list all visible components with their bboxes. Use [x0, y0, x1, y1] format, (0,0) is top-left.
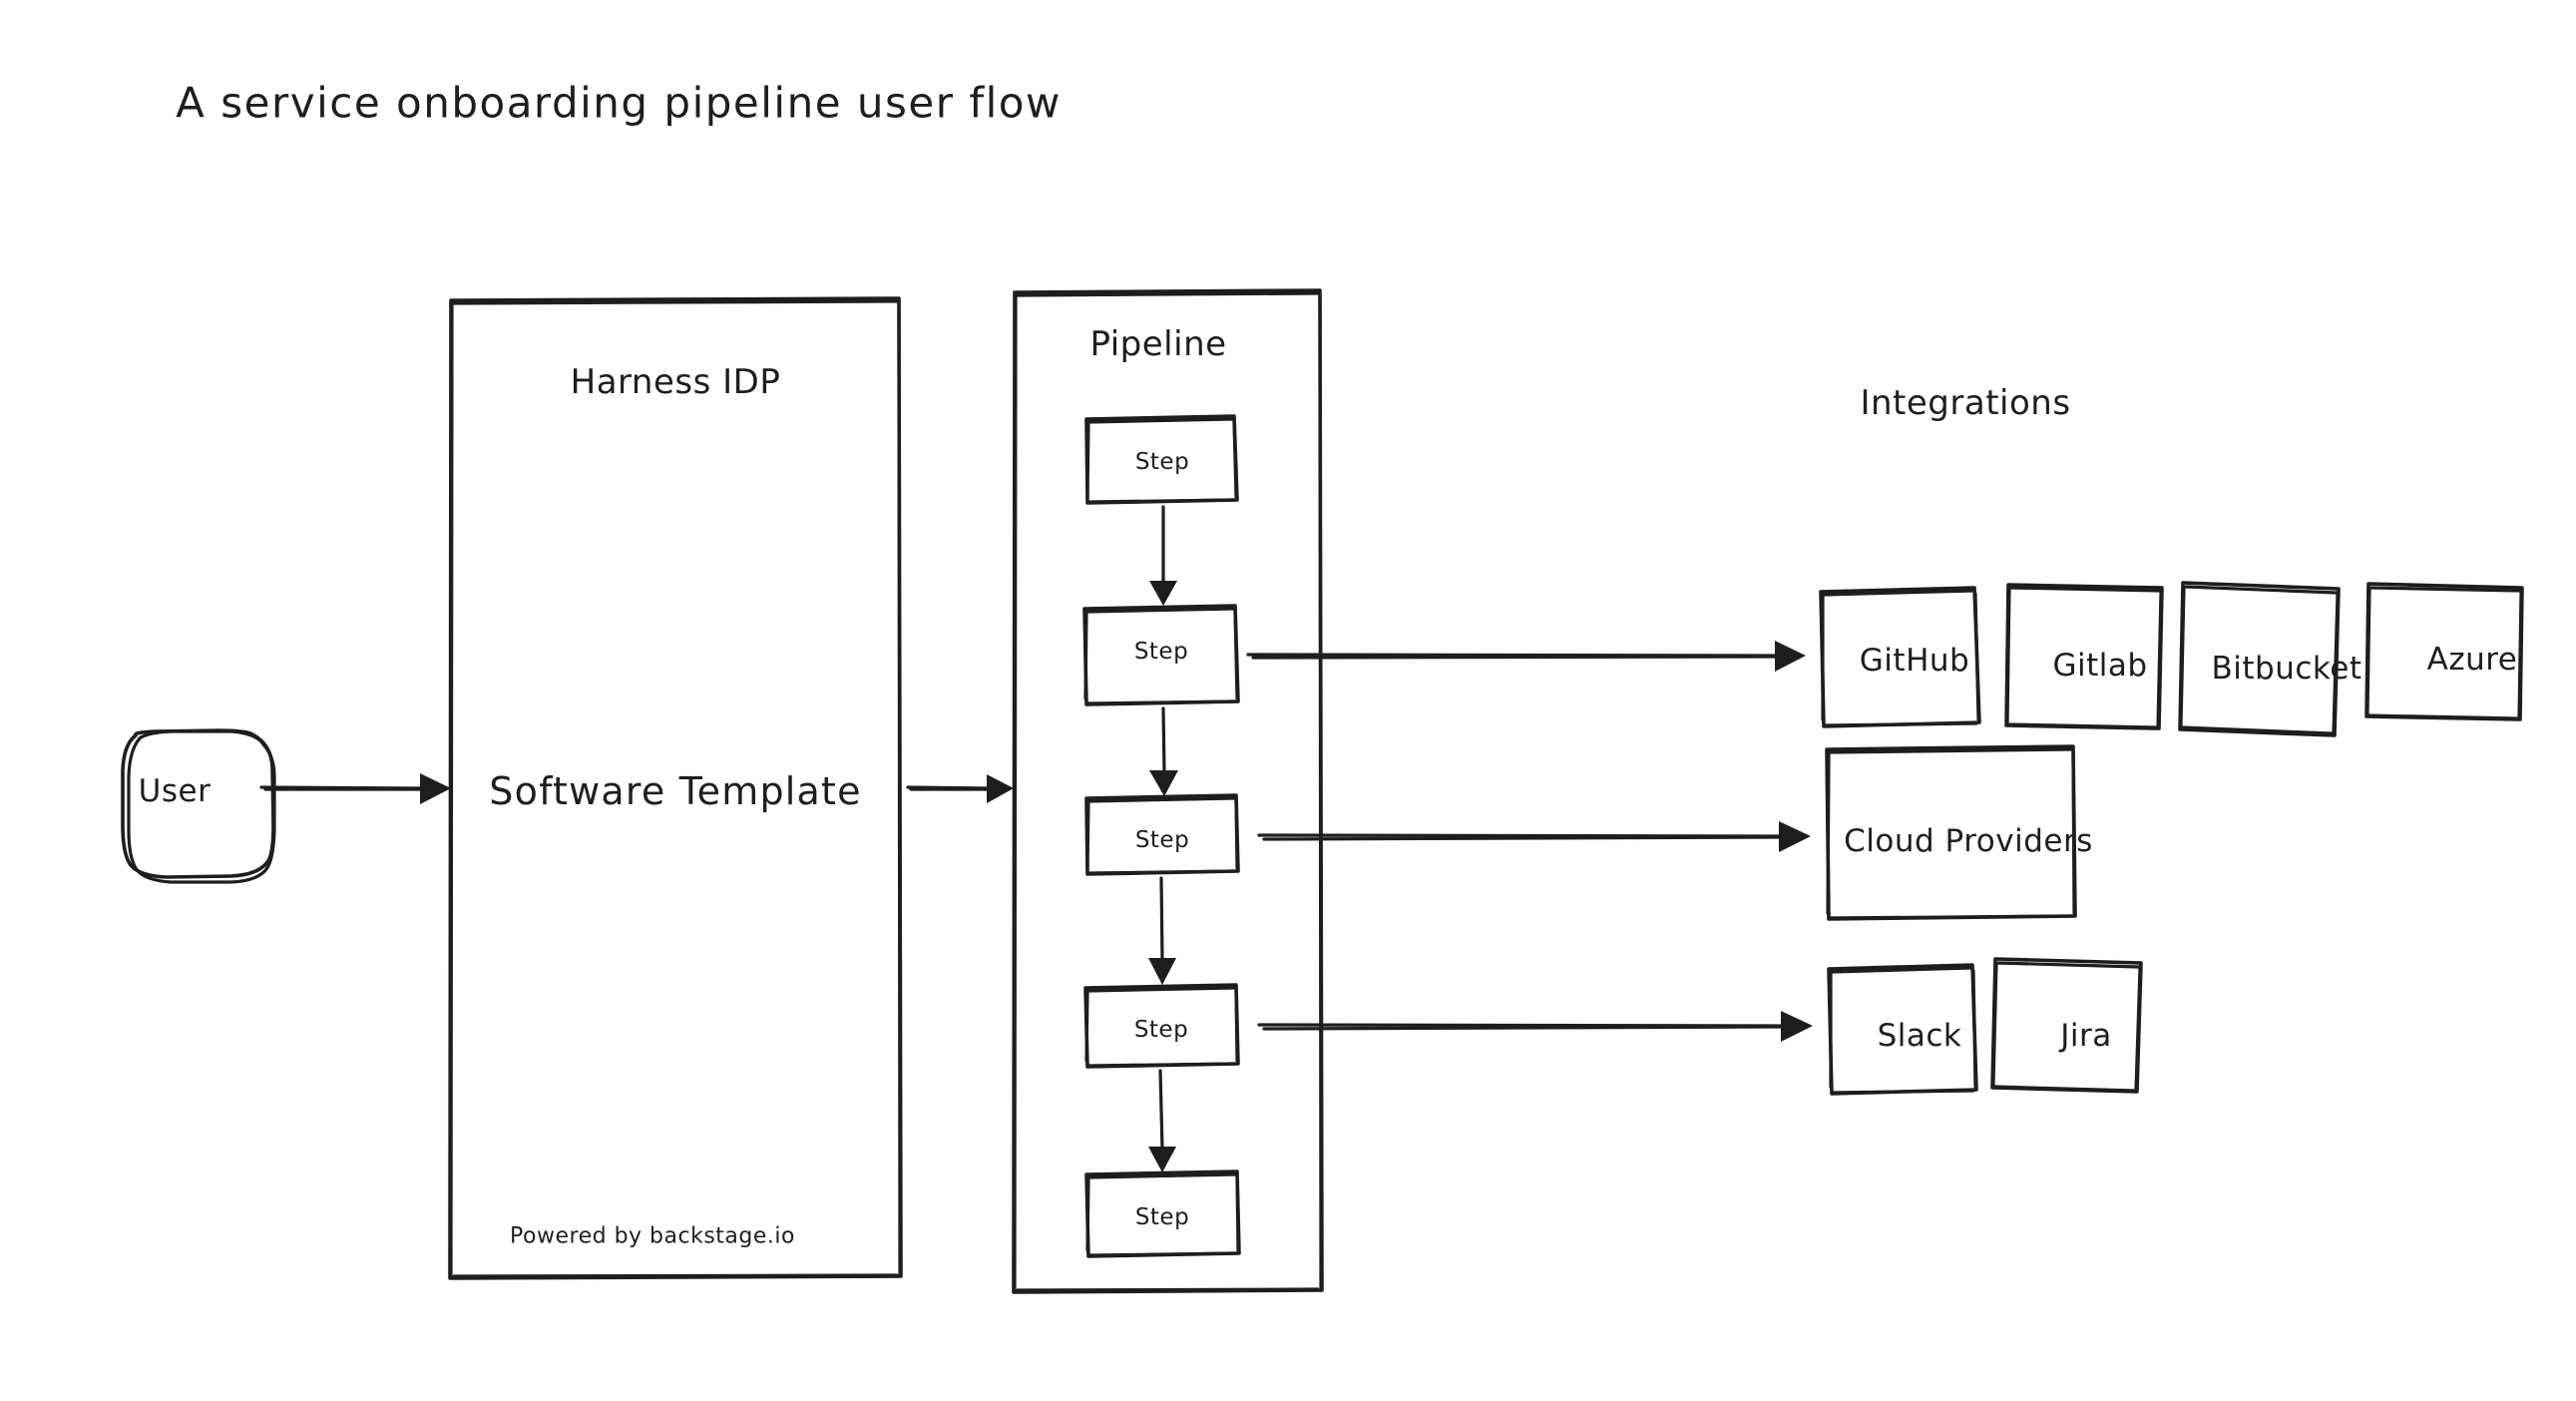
step-box-1-shape[interactable]: [1084, 414, 1239, 505]
integration-box-github-shape[interactable]: [1819, 586, 1981, 728]
integration-box-cloud-providers-shape[interactable]: [1825, 744, 2077, 921]
integration-box-bitbucket-shape[interactable]: [2178, 581, 2341, 737]
arrow-step-to-cloud: [1257, 821, 1811, 852]
arrow-step4-to-step5: [1148, 1069, 1176, 1172]
powered-by-backstage-label: Powered by backstage.io: [510, 1223, 795, 1249]
arrow-step1-to-step2: [1149, 505, 1177, 606]
software-template-label: Software Template: [489, 769, 862, 813]
step-box-2-shape[interactable]: [1082, 604, 1240, 706]
step-label-2: Step: [1133, 639, 1189, 665]
step-box-5-shape[interactable]: [1084, 1169, 1241, 1258]
harness-idp-container-shape[interactable]: [448, 296, 903, 1280]
integration-box-gitlab-shape[interactable]: [2004, 583, 2164, 730]
user-node-shape[interactable]: [121, 728, 276, 884]
integration-label-slack: Slack: [1877, 1018, 1962, 1054]
pipeline-container-shape[interactable]: [1012, 288, 1324, 1294]
step-box-4-shape[interactable]: [1083, 983, 1240, 1069]
integrations-title: Integrations: [1860, 383, 2071, 423]
step-label-1: Step: [1134, 449, 1190, 475]
integration-label-github: GitHub: [1859, 643, 1970, 679]
arrow-user-to-idp: [259, 773, 451, 804]
arrow-step2-to-step3: [1149, 706, 1178, 796]
harness-idp-title: Harness IDP: [570, 362, 781, 402]
step-box-3-shape[interactable]: [1084, 793, 1240, 876]
integration-box-jira-shape[interactable]: [1990, 957, 2143, 1094]
user-node-label: User: [138, 773, 212, 809]
arrow-step-to-collab: [1257, 1011, 1813, 1042]
arrow-step3-to-step4: [1148, 876, 1176, 985]
step-label-3: Step: [1134, 827, 1190, 853]
integration-label-jira: Jira: [2060, 1018, 2112, 1054]
integration-label-azure: Azure: [2426, 642, 2518, 678]
step-label-4: Step: [1133, 1017, 1189, 1043]
integration-label-bitbucket: Bitbucket: [2211, 651, 2362, 687]
step-label-5: Step: [1134, 1204, 1190, 1230]
integration-box-slack-shape[interactable]: [1827, 963, 1978, 1096]
integration-label-cloud-providers: Cloud Providers: [1844, 823, 2093, 859]
page-title: A service onboarding pipeline user flow: [176, 78, 1062, 128]
arrow-idp-to-pipeline: [906, 774, 1014, 803]
integration-box-azure-shape[interactable]: [2364, 582, 2524, 721]
pipeline-title: Pipeline: [1089, 324, 1227, 364]
arrow-step-to-scm: [1246, 641, 1806, 672]
integration-label-gitlab: Gitlab: [2052, 648, 2148, 684]
